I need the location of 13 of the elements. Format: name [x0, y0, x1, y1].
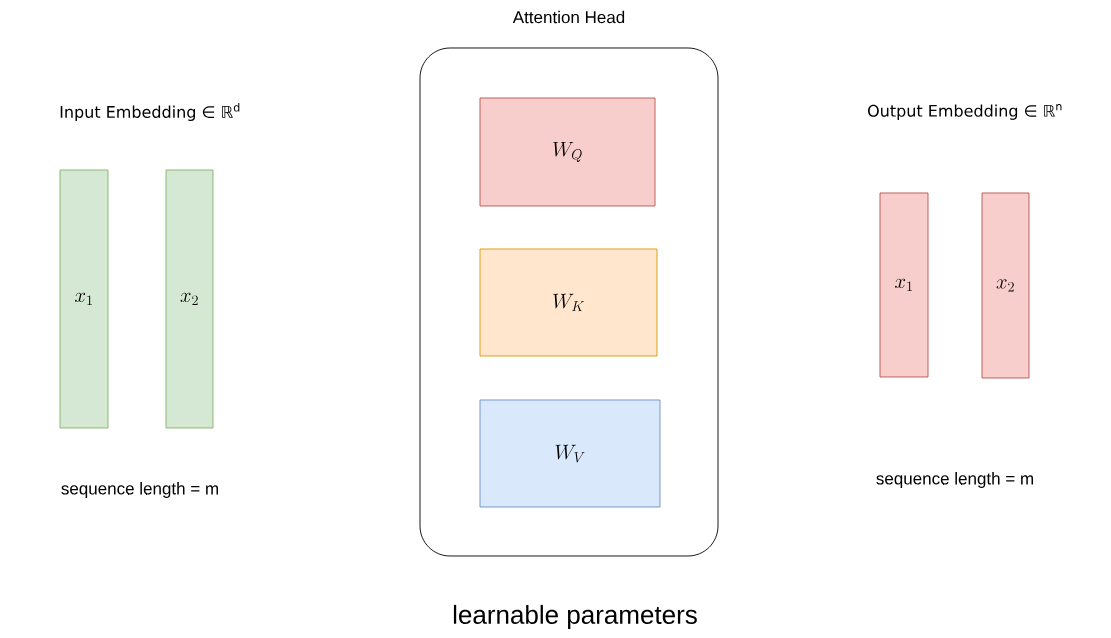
embedding-heading: Output Embedding ∈ ℝ$^{n}$ — [868, 104, 1062, 120]
caption-text: learnable parameters — [453, 604, 697, 630]
weight-box: $W_V$ — [479, 399, 661, 508]
embedding-bar: $x_2$ — [165, 169, 214, 429]
embedding-bar: $x_1$ — [879, 192, 929, 378]
embedding-bar: $x_1$ — [59, 169, 109, 429]
weight-box: $W_K$ — [479, 248, 658, 357]
node-label: Attention Head — [512, 10, 625, 24]
sequence-length-note: sequence length = m — [61, 482, 218, 498]
embedding-heading: Input Embedding ∈ ℝ$^{d}$ — [60, 102, 240, 122]
embedding-bar: $x_2$ — [981, 192, 1030, 379]
sequence-length-note: sequence length = m — [876, 472, 1033, 488]
weight-box: $W_Q$ — [479, 97, 656, 207]
